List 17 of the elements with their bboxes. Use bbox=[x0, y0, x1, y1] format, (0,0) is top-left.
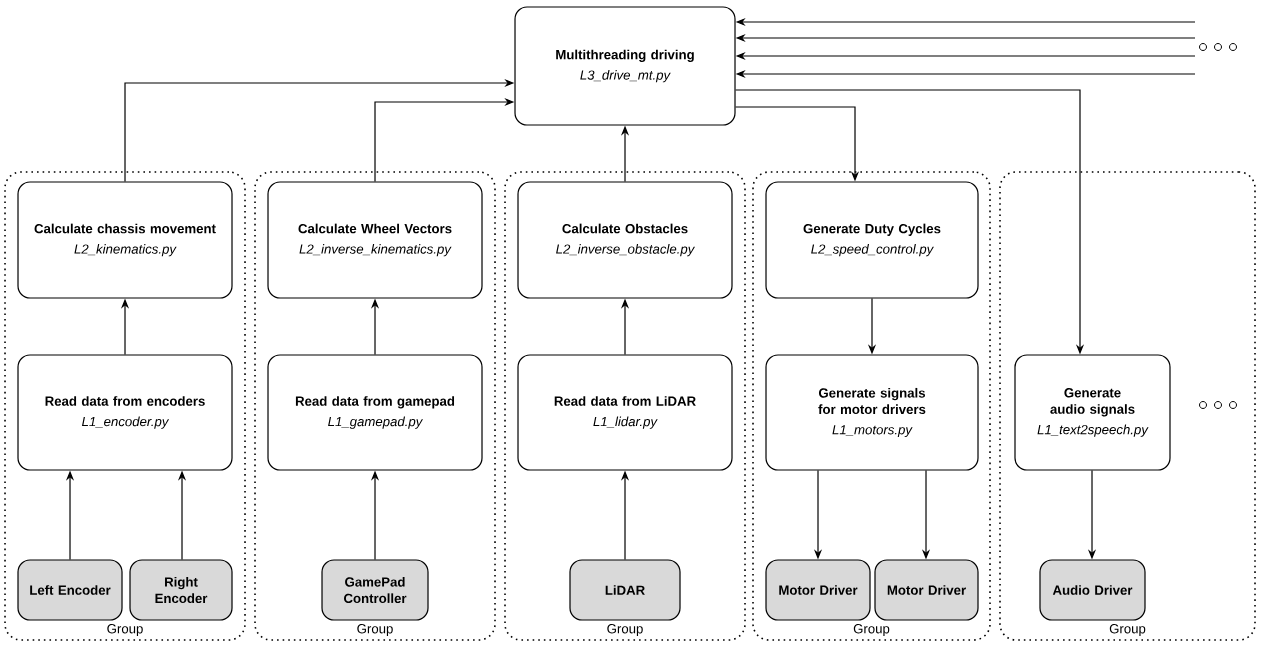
process-box: Read data from encoders L1_encoder.py bbox=[17, 354, 233, 471]
process-box: Read data from gamepad L1_gamepad.py bbox=[267, 354, 483, 471]
process-box: Generate signals for motor drivers L1_motors.py bbox=[765, 354, 979, 471]
process-box: Calculate Wheel Vectors L2_inverse_kinematics.py bbox=[267, 181, 483, 299]
device-box: Motor Driver bbox=[765, 559, 871, 621]
device-box: Audio Driver bbox=[1039, 559, 1146, 621]
process-box: Multithreading driving L3_drive_mt.py bbox=[514, 6, 736, 126]
device-box: Right Encoder bbox=[129, 559, 233, 621]
process-box: Calculate Obstacles L2_inverse_obstacle.py bbox=[517, 181, 733, 299]
process-box: Generate audio signals L1_text2speech.py bbox=[1014, 354, 1171, 471]
process-box: Generate Duty Cycles L2_speed_control.py bbox=[765, 181, 979, 299]
device-box: Left Encoder bbox=[17, 559, 123, 621]
device-box: Motor Driver bbox=[874, 559, 979, 621]
device-box: LiDAR bbox=[569, 559, 681, 621]
process-box: Calculate chassis movement L2_kinematics.py bbox=[17, 181, 233, 299]
process-box: Read data from LiDAR L1_lidar.py bbox=[517, 354, 733, 471]
device-box: GamePad Controller bbox=[321, 559, 429, 621]
